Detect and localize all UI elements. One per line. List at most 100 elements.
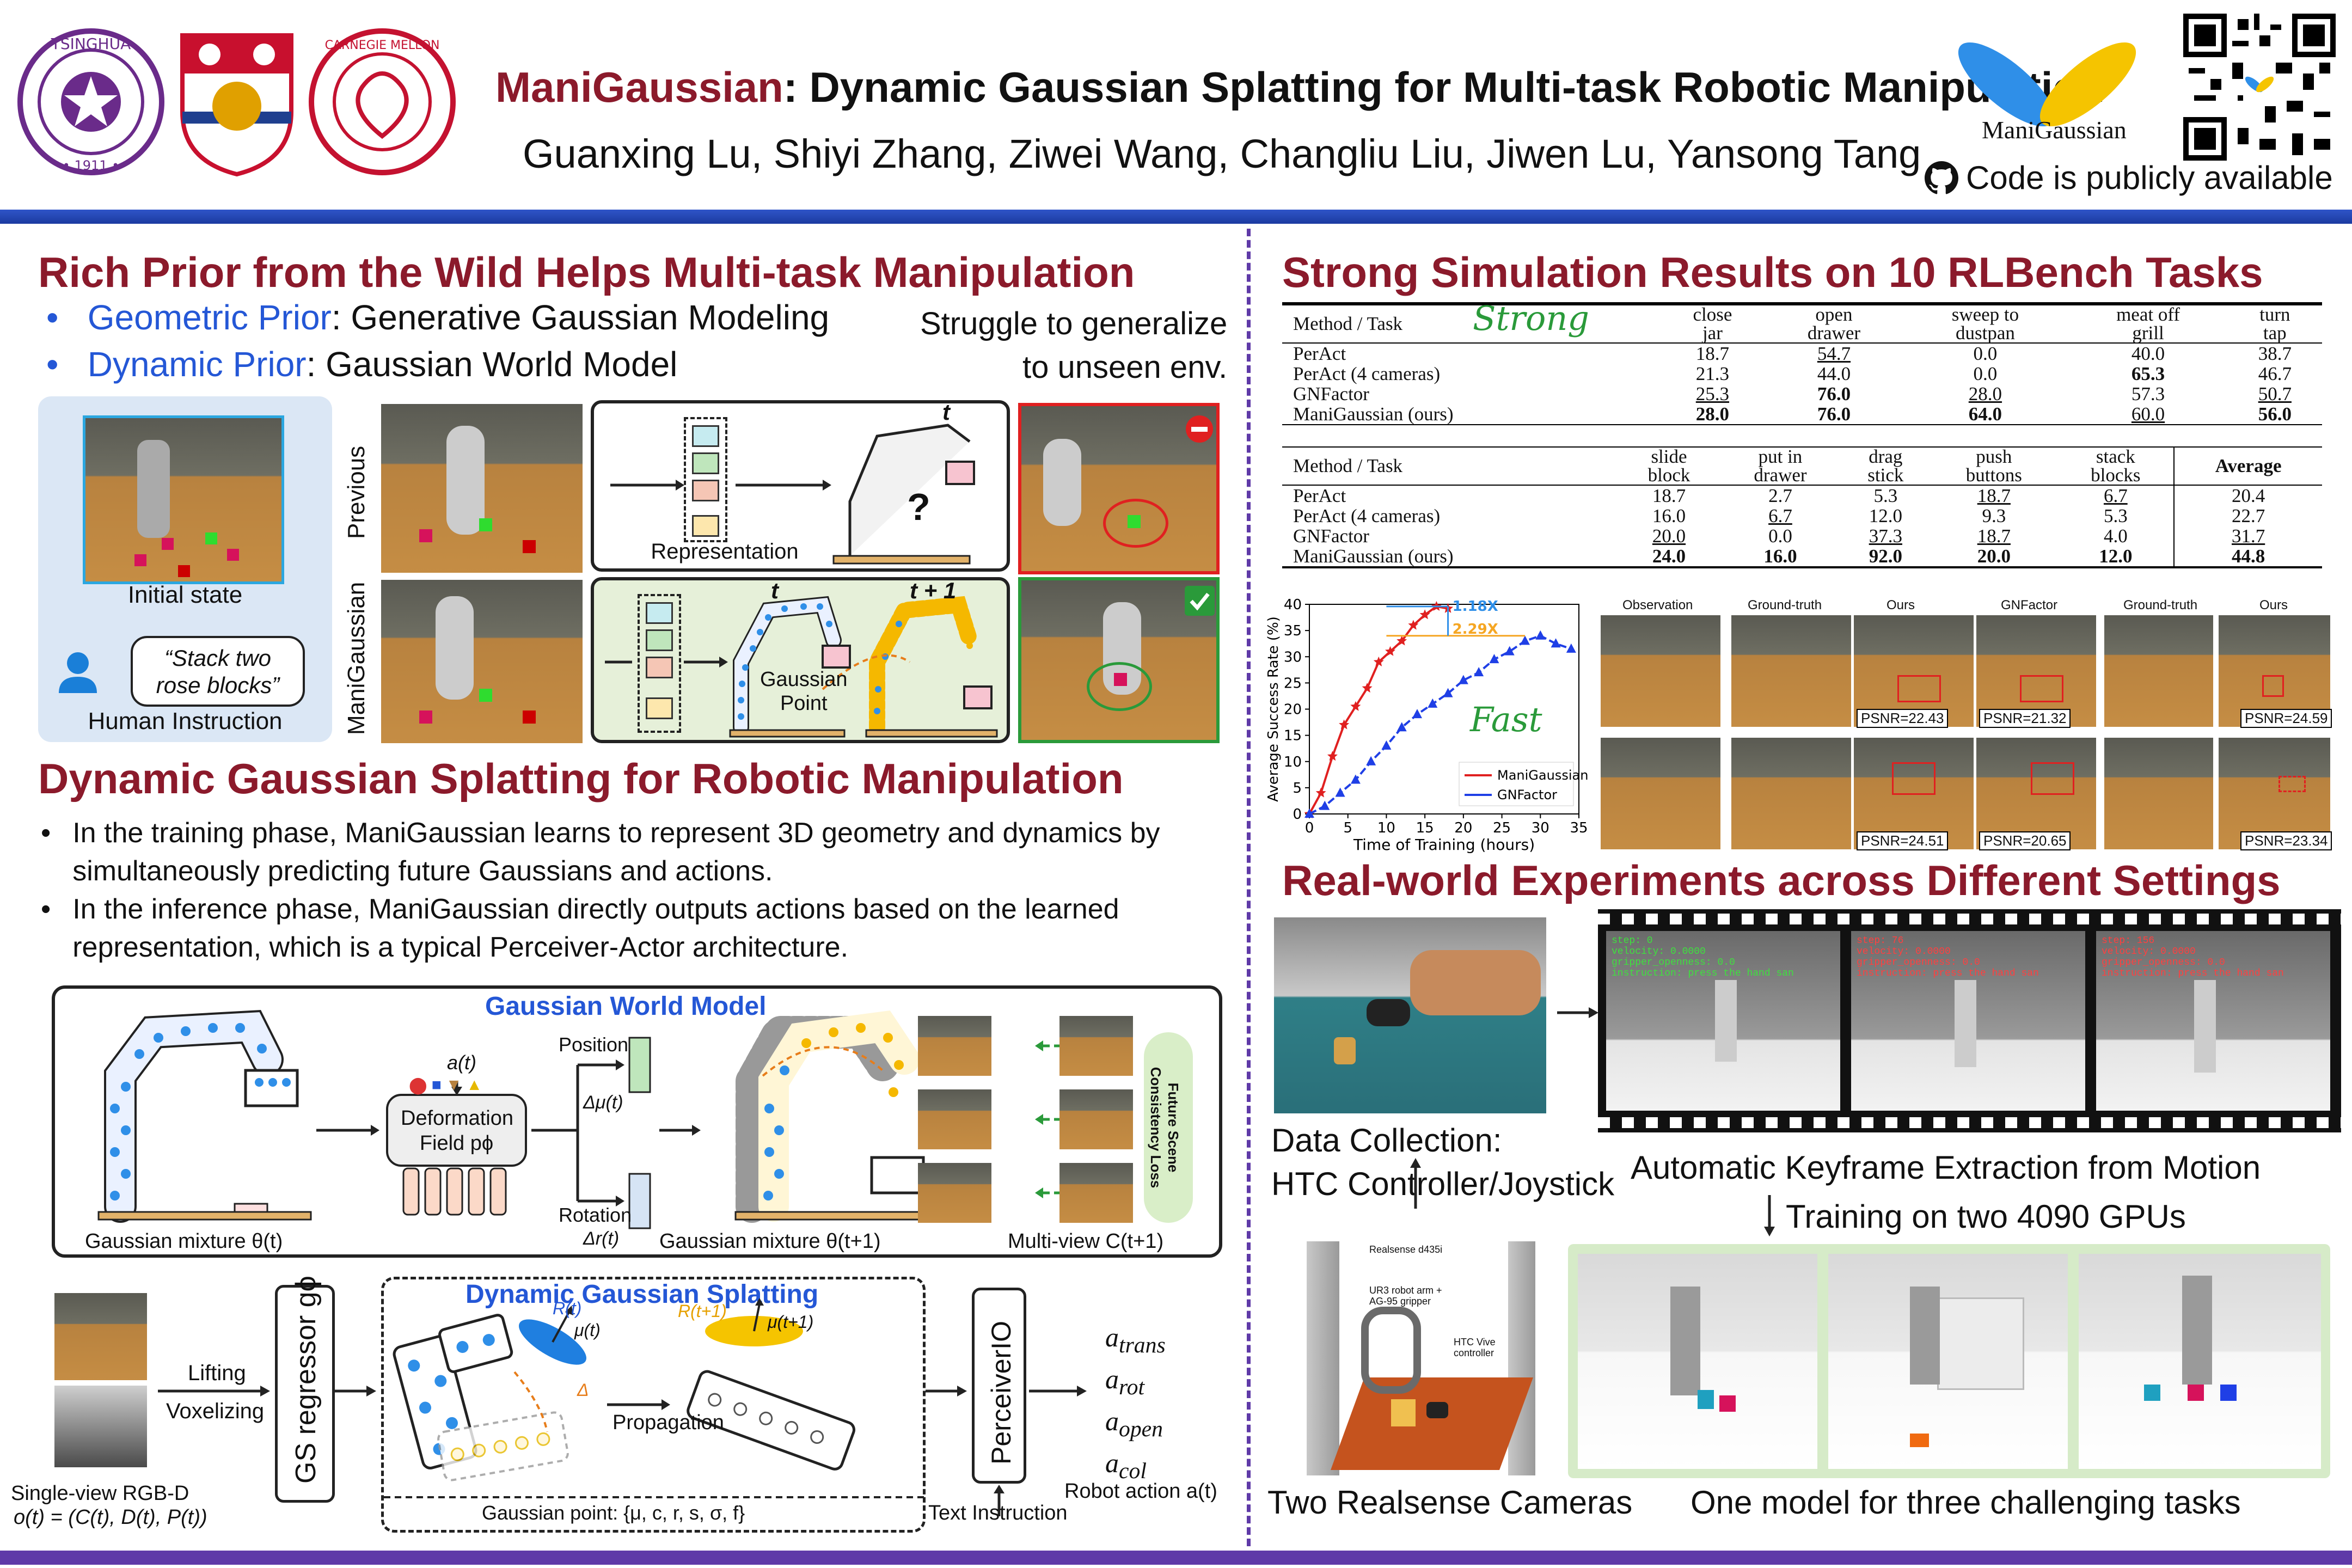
code-link[interactable]: Code is publicly available: [1925, 159, 2333, 197]
gs-regressor-box[interactable]: GS regressor gϕ: [275, 1276, 335, 1503]
data-point-triangle: [1320, 800, 1330, 810]
legend-box: [1459, 762, 1574, 806]
mani-representation-card: t t + 1 Gaussian Point: [591, 577, 1010, 743]
table-cell: ManiGaussian (ours): [1293, 546, 1454, 567]
cube-icon: ■: [431, 1076, 442, 1094]
data-point-triangle: [1443, 688, 1453, 697]
data-point-star: [1315, 787, 1326, 798]
data-point-triangle: [1366, 756, 1376, 765]
section-title-dgs: Dynamic Gaussian Splatting for Robotic M…: [38, 755, 1124, 803]
x-axis-label: Time of Training (hours): [1353, 836, 1535, 854]
recon-headers: Observation Ground-truth Ours GNFactor G…: [1601, 598, 2330, 614]
recon-gt-3: [1731, 738, 1851, 849]
data-point-star: [1408, 620, 1419, 630]
section-title-simulation: Strong Simulation Results on 10 RLBench …: [1282, 248, 2263, 296]
multiview-pred-2: [918, 1089, 991, 1149]
recon-gt-2: [2104, 615, 2213, 727]
fast-note: Fast: [1470, 700, 1542, 739]
table-cell: 57.3: [2131, 383, 2165, 405]
overlay-2-vel: velocity: 0.0000: [1857, 946, 1951, 957]
three-tasks-panel: [1568, 1244, 2330, 1478]
table-cell: 37.3: [1869, 525, 1902, 547]
table-header-cell: drag stick: [1841, 447, 1931, 486]
table-cell: 64.0: [1968, 403, 2002, 425]
x-tick-label: 25: [1493, 820, 1511, 836]
y-tick-label: 10: [1284, 754, 1302, 770]
propagation-label: Propagation: [612, 1411, 724, 1434]
overlay-1-grip: gripper_openness: 0.0: [1612, 957, 1735, 968]
data-point-triangle: [1412, 709, 1422, 719]
rt-label: R(t): [553, 1298, 582, 1318]
table-header-cell: push buttons: [1930, 447, 2058, 486]
prior-bullets: • Geometric Prior: Generative Gaussian M…: [46, 294, 829, 388]
previous-scene-image: [381, 404, 583, 573]
table-header-cell: Method / Task: [1282, 448, 1619, 486]
table-cell: 12.0: [2099, 546, 2133, 567]
table-cell: 5.3: [1873, 485, 1898, 506]
table-cell: 65.3: [2131, 363, 2165, 384]
manigaussian-logo-icon: [1958, 42, 2136, 127]
gmix-t-label: Gaussian mixture θ(t): [85, 1230, 283, 1253]
table-cell: 76.0: [1817, 403, 1851, 425]
input-depth-image: [54, 1386, 147, 1467]
row-mani-label-box: ManiGaussian: [343, 577, 376, 740]
initial-state-image: [83, 415, 284, 584]
overlay-2-step: step: 76: [1857, 935, 1904, 946]
y-tick-label: 15: [1284, 728, 1302, 744]
instruction-quote: “Stack two rose blocks”: [156, 645, 280, 698]
y-tick-label: 20: [1284, 702, 1302, 718]
data-point-star: [1419, 609, 1430, 620]
row-previous-label: Previous: [343, 445, 370, 539]
y-tick-label: 35: [1284, 623, 1302, 639]
single-view-label: Single-view RGB-D: [11, 1482, 189, 1505]
table-cell: 16.0: [1652, 505, 1686, 526]
speedup-2-label: 2.29X: [1453, 621, 1498, 638]
delta-r-label: Δr(t): [583, 1228, 620, 1249]
svg-text:TSINGHUA: TSINGHUA: [51, 35, 131, 53]
footer-bar: [0, 1551, 2352, 1565]
title-rest: : Dynamic Gaussian Splatting for Multi-t…: [783, 63, 2105, 111]
delta-mu-label: Δμ(t): [583, 1092, 623, 1113]
table-cell: 54.7: [1817, 343, 1851, 364]
table-cell: 46.7: [2258, 363, 2292, 384]
data-point-triangle: [1535, 630, 1546, 640]
table-header-cell: open drawer: [1766, 305, 1902, 344]
x-tick-label: 30: [1532, 820, 1549, 836]
psnr-4: PSNR=24.51: [1857, 831, 1949, 850]
data-point-triangle: [1551, 638, 1561, 648]
mut1-label: μ(t+1): [768, 1312, 814, 1332]
gaussian-point-label: Gaussian Point: [760, 668, 848, 715]
qr-code-icon[interactable]: [2183, 14, 2336, 161]
data-point-star: [1373, 656, 1384, 666]
data-point-triangle: [1474, 667, 1484, 677]
mani-scene-image: [381, 580, 583, 743]
lifting-label: Lifting: [188, 1361, 246, 1385]
input-rgb-image: [54, 1293, 147, 1380]
initial-panel: Initial state “Stack two rose blocks” Hu…: [38, 396, 332, 742]
recon-header-ours-1: Ours: [1886, 598, 1915, 612]
y-tick-label: 40: [1284, 597, 1302, 613]
table-header-cell: slide block: [1618, 447, 1720, 486]
table-cell: PerAct: [1293, 485, 1346, 506]
collection-arrow: [1557, 1007, 1598, 1018]
camera-arrow: [1410, 1158, 1421, 1209]
table-cell: 25.3: [1695, 383, 1730, 405]
perceiverio-box[interactable]: PerceiverIO: [972, 1288, 1026, 1484]
table-cell: 18.7: [1652, 485, 1686, 506]
previous-failure-image: [1018, 403, 1220, 574]
table-cell: 18.7: [1977, 525, 2011, 547]
authors: Guanxing Lu, Shiyi Zhang, Ziwei Wang, Ch…: [523, 131, 1921, 176]
series-line-gnfactor: [1309, 634, 1572, 815]
mani-t-label: t: [771, 578, 779, 603]
previous-representation-card: Representation t ?: [591, 399, 1010, 572]
table-cell: 9.3: [1982, 505, 2006, 526]
table-cell: 5.3: [2103, 505, 2128, 526]
success-check-icon: [1185, 586, 1215, 616]
